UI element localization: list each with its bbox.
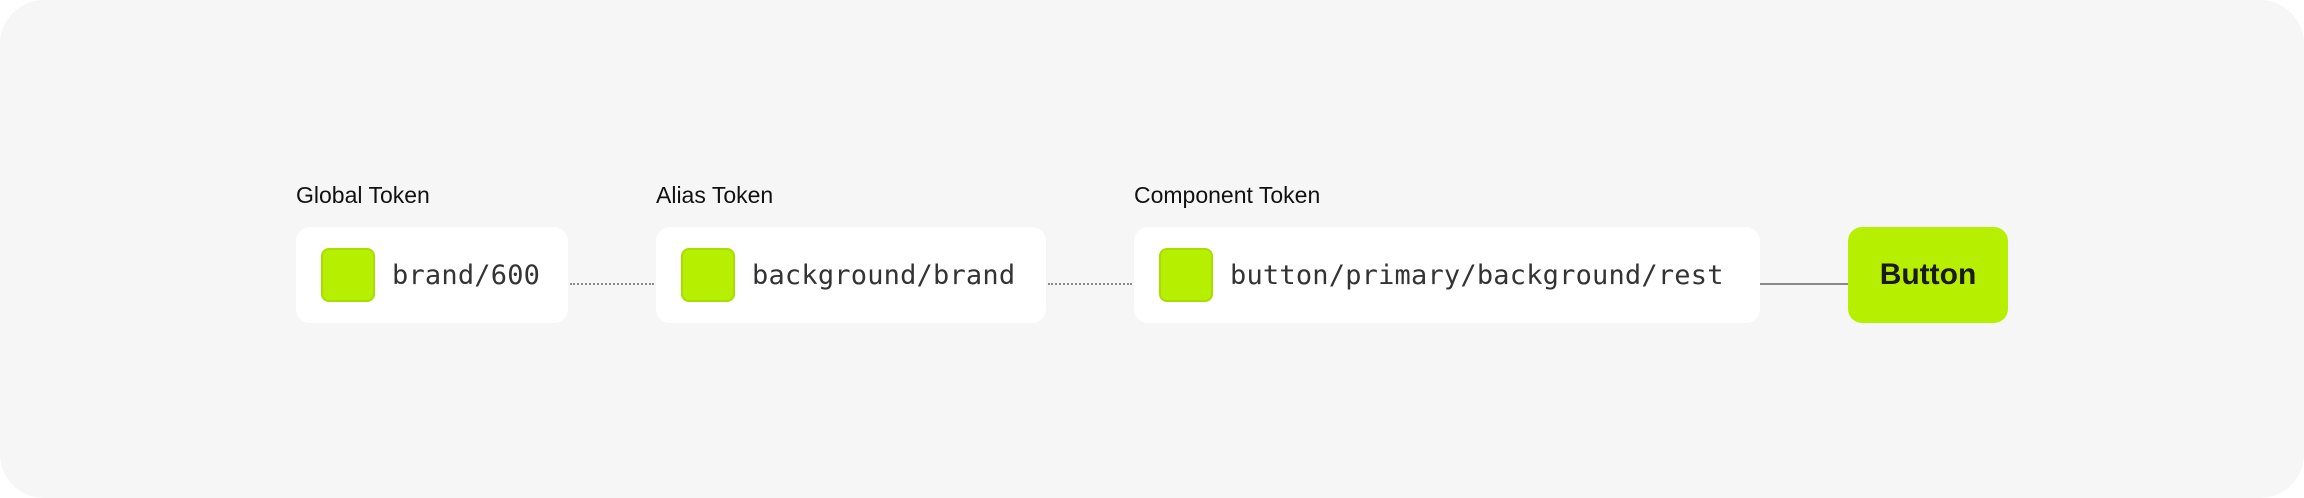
component-token-card: button/primary/background/rest (1134, 227, 1760, 323)
alias-token-card: background/brand (656, 227, 1046, 323)
brand-color-swatch (681, 248, 735, 302)
global-token-card: brand/600 (296, 227, 568, 323)
alias-token-name: background/brand (752, 259, 1016, 291)
component-token-name: button/primary/background/rest (1230, 259, 1724, 291)
connector-component-to-button (1760, 283, 1848, 285)
global-token-label: Global Token (296, 182, 430, 208)
connector-alias-to-component (1048, 283, 1132, 285)
button-preview[interactable]: Button (1848, 227, 2008, 323)
alias-token-label: Alias Token (656, 182, 774, 208)
brand-color-swatch (1159, 248, 1213, 302)
connector-global-to-alias (570, 283, 654, 285)
component-token-label: Component Token (1134, 182, 1321, 208)
global-token-name: brand/600 (392, 259, 541, 291)
brand-color-swatch (321, 248, 375, 302)
